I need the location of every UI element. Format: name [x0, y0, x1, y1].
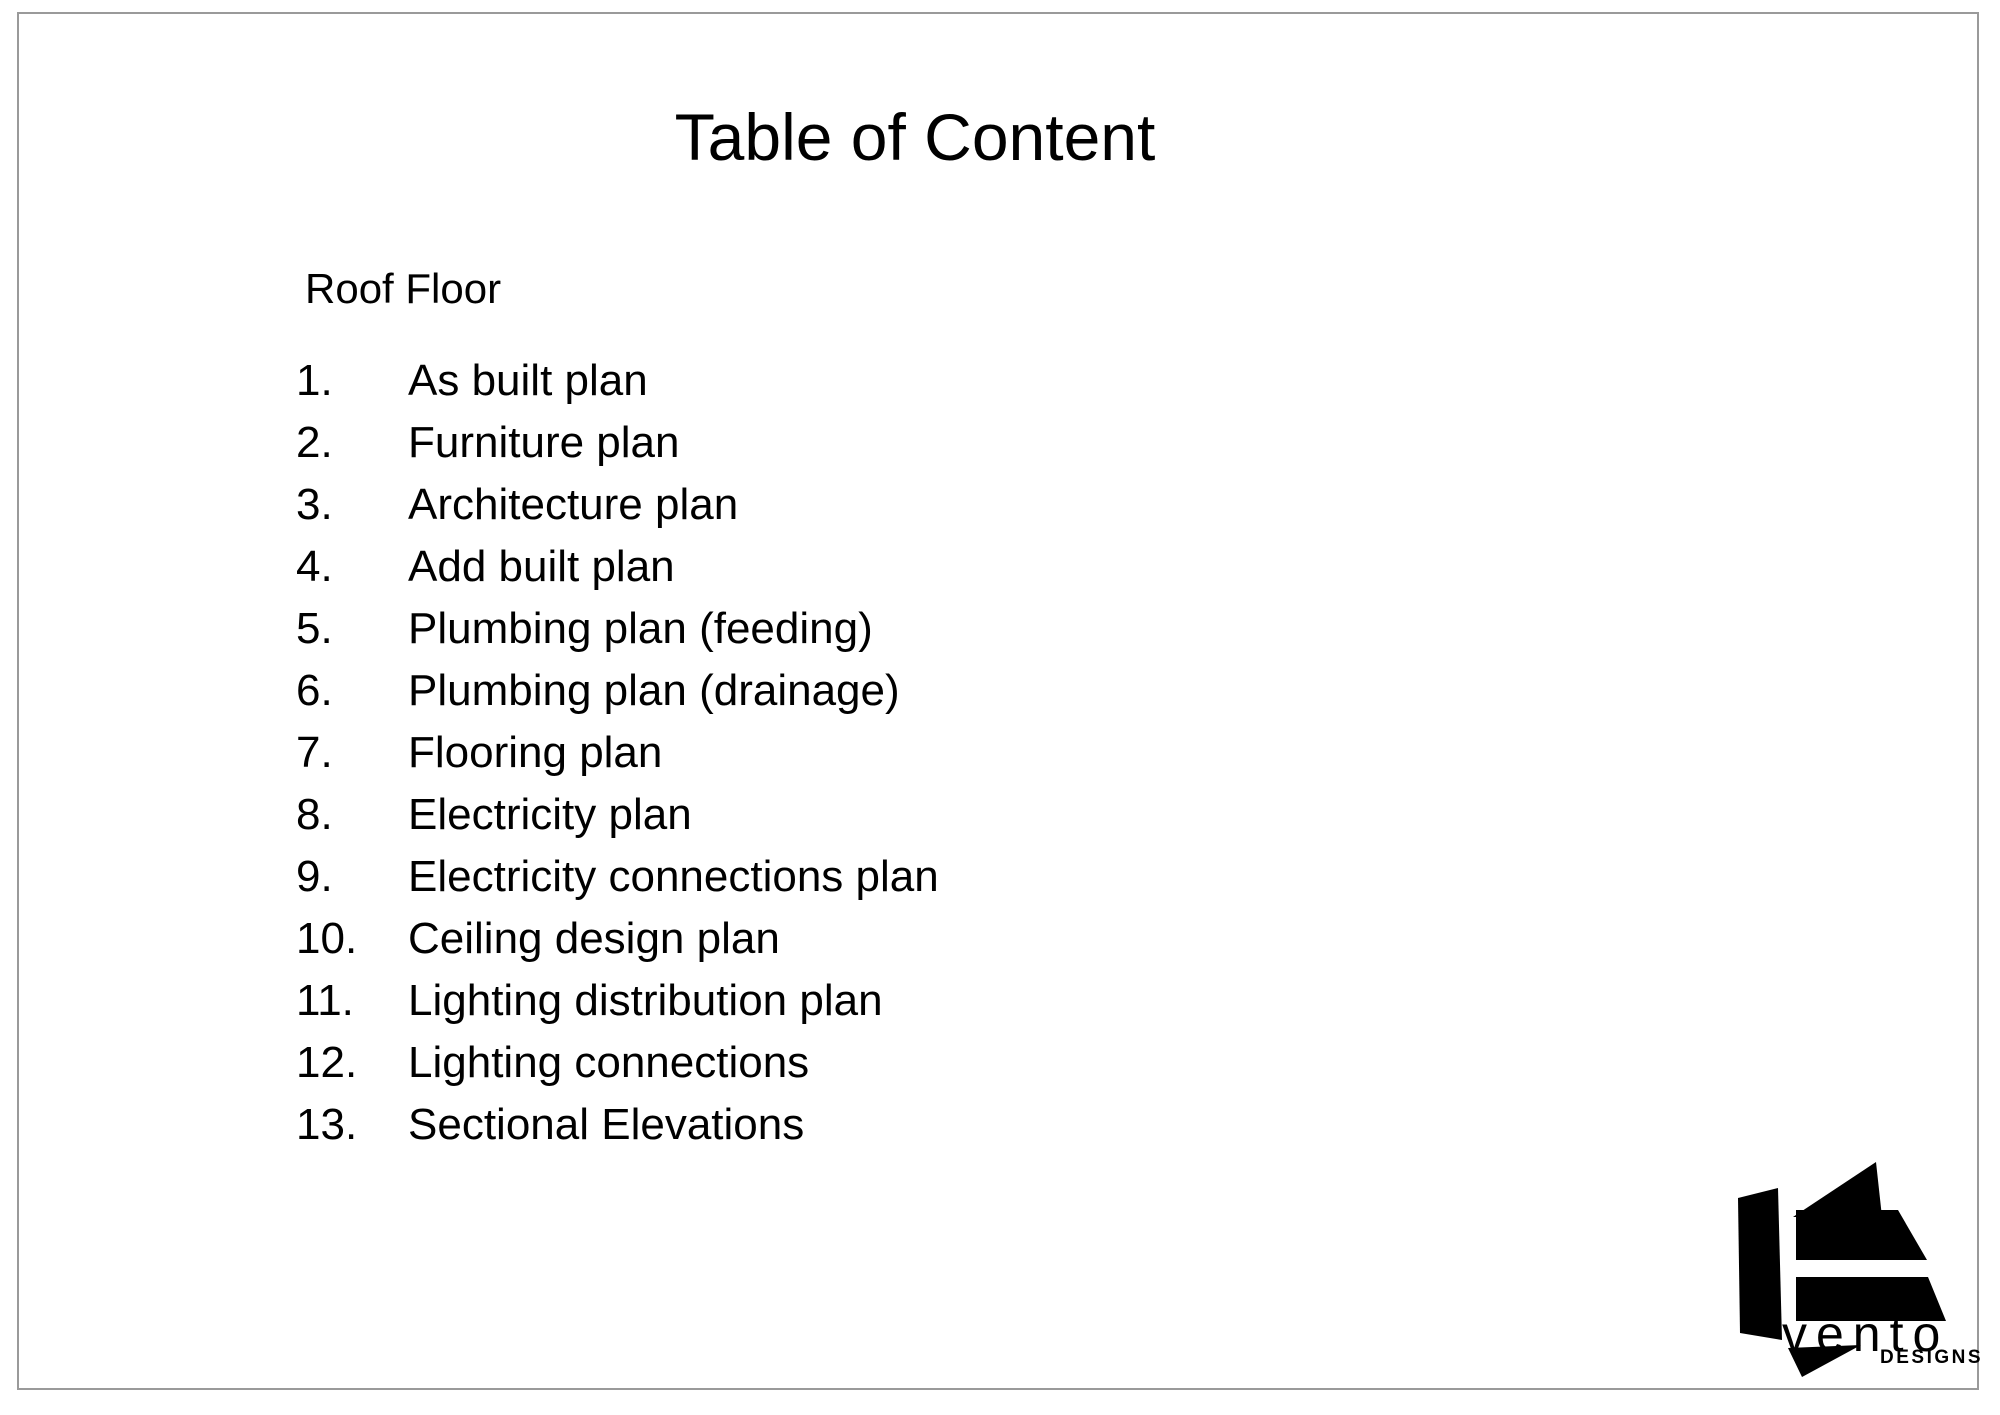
list-item-label: Sectional Elevations: [408, 1100, 805, 1149]
list-item[interactable]: 9. Electricity connections plan: [296, 846, 939, 908]
list-item-label: Architecture plan: [408, 480, 739, 529]
section-heading-roof-floor: Roof Floor: [305, 265, 502, 312]
logo-tagline: DESIGNS: [1880, 1347, 1980, 1368]
list-item-label: Electricity connections plan: [408, 852, 939, 901]
list-item[interactable]: 12. Lighting connections: [296, 1032, 939, 1094]
list-item-label: Lighting connections: [408, 1038, 810, 1087]
list-item[interactable]: 5. Plumbing plan (feeding): [296, 598, 939, 660]
list-item-number: 8.: [296, 790, 333, 839]
list-item[interactable]: 10. Ceiling design plan: [296, 908, 939, 970]
list-item-number: 12.: [296, 1038, 358, 1087]
list-item[interactable]: 13. Sectional Elevations: [296, 1094, 939, 1156]
logo-top-wedge-icon: [1793, 1162, 1882, 1217]
list-item-label: Add built plan: [408, 542, 675, 591]
list-item-number: 13.: [296, 1100, 358, 1149]
list-item-number: 9.: [296, 852, 333, 901]
list-item-label: Plumbing plan (drainage): [408, 666, 900, 715]
page-title: Table of Content: [674, 100, 1156, 174]
list-item-label: Electricity plan: [408, 790, 692, 839]
logo-e-mark-icon: [1796, 1210, 1946, 1321]
list-item-number: 1.: [296, 356, 333, 405]
table-of-contents-list: 1. As built plan 2. Furniture plan 3. Archi…: [296, 350, 939, 1156]
logo-wordmark: vento: [1782, 1306, 1949, 1362]
list-item-number: 3.: [296, 480, 333, 529]
list-item[interactable]: 11. Lighting distribution plan: [296, 970, 939, 1032]
list-item-number: 7.: [296, 728, 333, 777]
list-item-number: 11.: [296, 976, 354, 1025]
list-item-number: 10.: [296, 914, 358, 963]
list-item[interactable]: 7. Flooring plan: [296, 722, 939, 784]
list-item-number: 5.: [296, 604, 333, 653]
list-item-label: Lighting distribution plan: [408, 976, 883, 1025]
list-item[interactable]: 2. Furniture plan: [296, 412, 939, 474]
list-item-number: 4.: [296, 542, 333, 591]
vento-designs-logo: vento DESIGNS: [1730, 1155, 1980, 1380]
list-item-label: Furniture plan: [408, 418, 680, 467]
list-item[interactable]: 8. Electricity plan: [296, 784, 939, 846]
list-item[interactable]: 6. Plumbing plan (drainage): [296, 660, 939, 722]
list-item[interactable]: 4. Add built plan: [296, 536, 939, 598]
list-item-number: 2.: [296, 418, 333, 467]
logo-bottom-wedge-icon: [1788, 1345, 1861, 1377]
logo-left-wedge-icon: [1738, 1188, 1782, 1340]
slide-frame-border: [17, 12, 1979, 1390]
list-item[interactable]: 1. As built plan: [296, 350, 939, 412]
list-item-label: Plumbing plan (feeding): [408, 604, 873, 653]
list-item-label: As built plan: [408, 356, 648, 405]
list-item-label: Ceiling design plan: [408, 914, 780, 963]
list-item-label: Flooring plan: [408, 728, 663, 777]
list-item[interactable]: 3. Architecture plan: [296, 474, 939, 536]
list-item-number: 6.: [296, 666, 333, 715]
